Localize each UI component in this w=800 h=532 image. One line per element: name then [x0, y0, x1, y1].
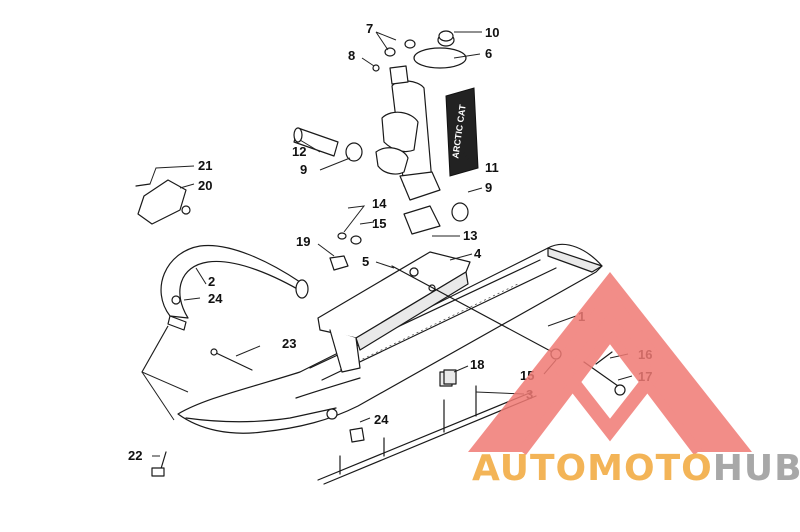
automotohub-watermark: AUTOMOTOHUB [468, 272, 800, 489]
svg-text:AUTOMOTOHUB: AUTOMOTOHUB [472, 448, 800, 489]
callout-14: 14 [372, 196, 387, 211]
spindle-upper: ARCTIC CAT [375, 33, 479, 235]
callout-19: 19 [296, 234, 310, 249]
callout-9b: 9 [485, 180, 492, 195]
callout-9a: 9 [300, 162, 307, 177]
callout-20: 20 [198, 178, 212, 193]
callout-4: 4 [474, 246, 482, 261]
callout-6: 6 [485, 46, 492, 61]
callout-23: 23 [282, 336, 296, 351]
ski-body [177, 243, 603, 434]
callout-labels: 1 2 3 4 5 6 7 8 9 9 10 11 12 13 14 15 15… [128, 21, 652, 463]
watermark-auto: AUTO [472, 448, 587, 489]
callout-12: 12 [292, 144, 306, 159]
watermark-triangle [610, 272, 752, 452]
callout-21: 21 [198, 158, 212, 173]
callout-10: 10 [485, 25, 499, 40]
callout-2: 2 [208, 274, 215, 289]
callout-24b: 24 [374, 412, 389, 427]
ski-loop-handle [160, 244, 309, 331]
callout-18: 18 [470, 357, 484, 372]
arctic-cat-decal: ARCTIC CAT [445, 87, 479, 177]
callout-8: 8 [348, 48, 355, 63]
callout-7: 7 [366, 21, 373, 36]
callout-5: 5 [362, 254, 369, 269]
watermark-hub: HUB [713, 448, 800, 489]
callout-13: 13 [463, 228, 477, 243]
callout-11: 11 [485, 160, 499, 175]
callout-15a: 15 [372, 216, 386, 231]
watermark-moto: MOTO [587, 448, 713, 489]
callout-22: 22 [128, 448, 142, 463]
callout-24a: 24 [208, 291, 223, 306]
